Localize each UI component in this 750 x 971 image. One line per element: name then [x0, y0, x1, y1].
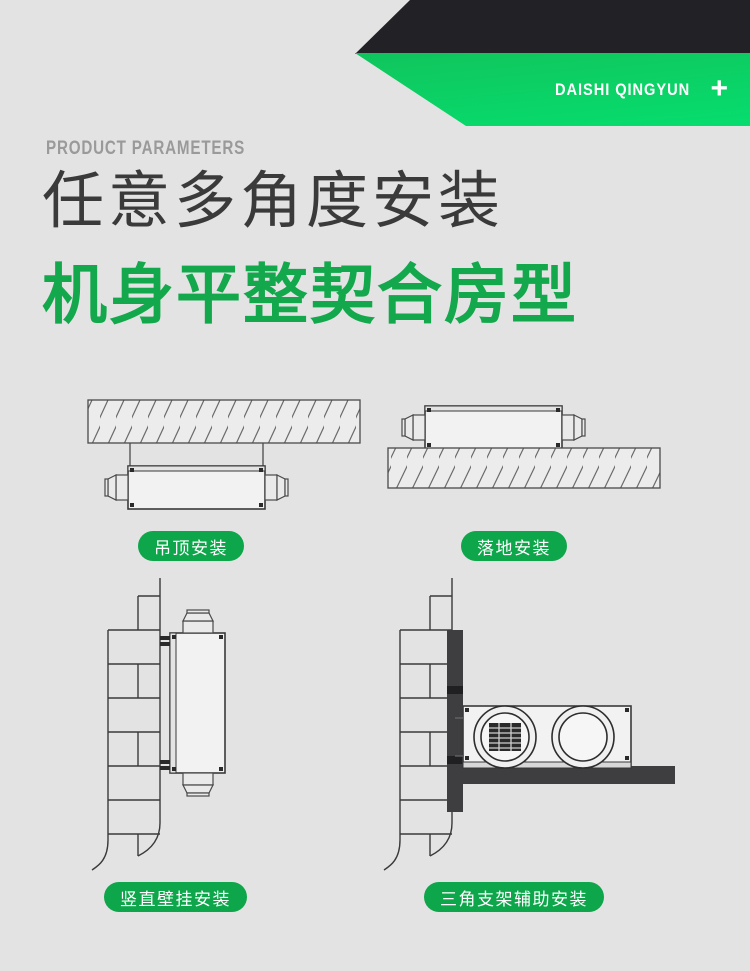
unit-body [424, 405, 563, 450]
duct-spigot-left [401, 414, 426, 441]
wall-anchors [160, 636, 170, 770]
hero-title-line1: 任意多角度安装 [42, 164, 505, 237]
connector-leads [455, 717, 463, 757]
bracket-horizontal-arm [447, 766, 675, 784]
duct-spigot-right [561, 414, 586, 441]
duct-spigot-top [182, 609, 214, 634]
brand-row: DAISHI QINGYUN + [0, 53, 750, 126]
diagram-bracket-mount [375, 578, 730, 878]
hero-title-line2: 机身平整契合房型 [42, 258, 579, 333]
duct-spigot-right [264, 474, 289, 501]
floor-slab [387, 447, 661, 489]
label-floor-mount: 落地安装 [461, 531, 567, 561]
hanger-rods [129, 443, 264, 466]
brick-wall [383, 578, 453, 871]
ceiling-slab [87, 399, 361, 444]
header-black-bar [355, 0, 750, 54]
label-bracket-mount: 三角支架辅助安装 [424, 882, 604, 912]
label-ceiling-mount: 吊顶安装 [138, 531, 244, 561]
duct-spigot-left [104, 474, 129, 501]
diagram-floor-mount [375, 378, 730, 563]
duct-spigot-bottom [182, 772, 214, 797]
grille-port [473, 705, 537, 769]
bracket-vertical-rail [447, 630, 463, 812]
diagram-ceiling-mount [20, 378, 375, 563]
page-header: DAISHI QINGYUN + [0, 0, 750, 130]
duct-port [551, 705, 615, 769]
label-wall-mount: 竖直壁挂安装 [104, 882, 247, 912]
unit-body [169, 632, 226, 774]
plus-icon: + [710, 71, 728, 105]
installation-diagram-grid [0, 378, 750, 938]
brick-wall [91, 578, 161, 871]
brand-name: DAISHI QINGYUN [555, 79, 691, 99]
unit-body [127, 465, 266, 510]
diagram-wall-mount [20, 578, 375, 878]
section-kicker: PRODUCT PARAMETERS [46, 138, 246, 159]
